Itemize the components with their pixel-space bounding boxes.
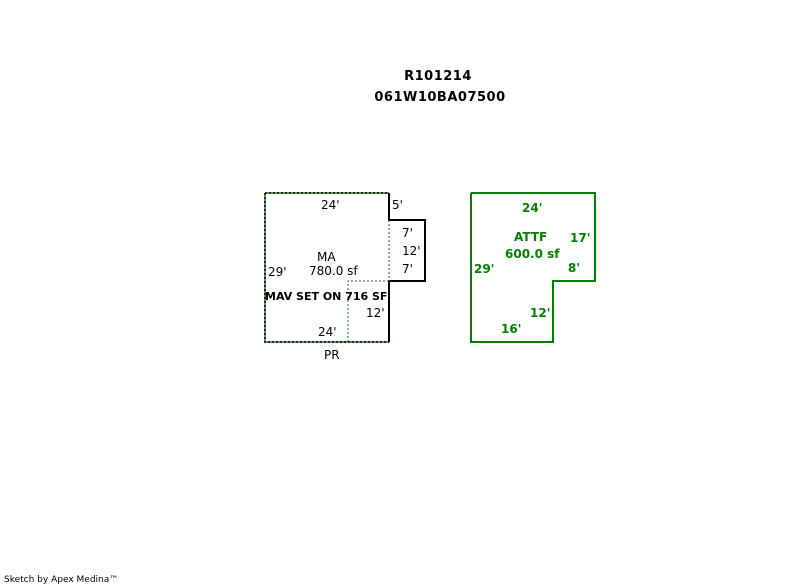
attf-sketch: 24' ATTF 17' 600.0 sf 29' 8' 12' 16' — [470, 192, 596, 343]
attf-area-name: ATTF — [514, 230, 547, 244]
ma-notch-dimension-2: 12' — [402, 244, 421, 258]
ma-notch-dimension-3: 7' — [402, 262, 413, 276]
attf-area-sf: 600.0 sf — [505, 247, 560, 261]
attf-step-dimension: 8' — [568, 261, 580, 275]
attf-outline — [470, 192, 596, 343]
account-number: R101214 — [404, 69, 472, 84]
sketch-credit: Sketch by Apex Medina™ — [4, 575, 119, 585]
ma-outline — [388, 193, 426, 342]
attf-left-dimension: 29' — [474, 262, 494, 276]
main-area-sketch: 24' 5' 7' 12' 7' 29' MA 780.0 sf MAV SET… — [264, 192, 426, 362]
ma-inner-dimension: 12' — [366, 306, 385, 320]
porch-label: PR — [324, 348, 340, 362]
ma-bottom-dimension: 24' — [318, 325, 337, 339]
ma-top-dimension: 24' — [321, 198, 340, 212]
ma-notch-dimension-1: 7' — [402, 226, 413, 240]
map-taxlot-number: 061W10BA07500 — [374, 90, 506, 105]
mav-note: MAV SET ON 716 SF — [265, 290, 387, 303]
ma-right-top-dimension: 5' — [392, 198, 403, 212]
ma-area-sf: 780.0 sf — [309, 264, 358, 278]
attf-inner-dimension: 12' — [530, 306, 550, 320]
ma-left-dimension: 29' — [268, 265, 287, 279]
ma-inner-divider — [347, 280, 389, 342]
attf-top-dimension: 24' — [522, 201, 542, 215]
attf-bottom-dimension: 16' — [501, 322, 521, 336]
attf-right-dimension: 17' — [570, 231, 590, 245]
ma-area-name: MA — [317, 250, 336, 264]
